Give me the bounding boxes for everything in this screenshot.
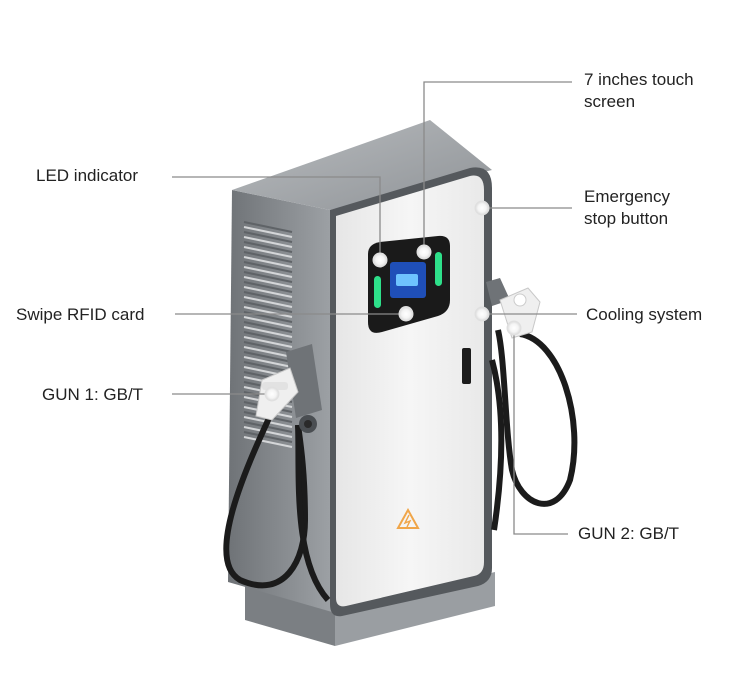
control-panel: [368, 235, 450, 333]
grille-slat: [243, 336, 293, 348]
grille-slat: [243, 266, 293, 278]
grille-slat: [243, 226, 293, 238]
grille-slat: [243, 256, 293, 268]
leader-lines: [172, 81, 577, 535]
grille-slat: [243, 221, 293, 233]
grille-slat: [243, 251, 293, 263]
grille-slat: [243, 291, 293, 303]
door-handle: [462, 348, 471, 384]
leader-led-indicator: [172, 176, 381, 260]
warning-label: [396, 507, 420, 529]
grille-slat: [243, 301, 293, 313]
dot-gun2: [506, 320, 522, 336]
dot-led-indicator: [372, 252, 388, 268]
led-bar-left: [374, 276, 381, 308]
grille-slat: [243, 321, 293, 333]
label-emergency-stop-line1: Emergency: [584, 187, 670, 206]
label-touch-screen-line1: 7 inches touch: [584, 70, 694, 89]
grille-slat: [243, 281, 293, 293]
dot-swipe-rfid: [398, 306, 414, 322]
grille-slat: [243, 356, 293, 368]
grille-slat: [243, 231, 293, 243]
grille-slat: [243, 316, 293, 328]
label-cooling-system: Cooling system: [586, 305, 703, 324]
leader-touch-screen: [423, 81, 572, 252]
grille-slat: [243, 261, 293, 273]
gun1-cable: [223, 414, 309, 589]
grille-slat: [243, 331, 293, 343]
grille-slat: [243, 431, 293, 443]
grille-slat: [243, 276, 293, 288]
grille-slat: [243, 306, 293, 318]
label-touch-screen-line2: screen: [584, 92, 636, 111]
grille-slat: [243, 271, 293, 283]
dot-touch-screen: [416, 244, 432, 260]
cabinet-top: [232, 120, 492, 210]
label-led-indicator: LED indicator: [36, 166, 139, 185]
label-touch-screen: 7 inches touch screen: [584, 69, 694, 113]
grille-slat: [243, 341, 293, 353]
grille-slat: [243, 246, 293, 258]
grille-slat: [243, 241, 293, 253]
gun1-holder: [286, 344, 322, 433]
label-gun1: GUN 1: GB/T: [42, 385, 144, 404]
grille-slat: [243, 326, 293, 338]
gun2-cable: [495, 329, 578, 507]
grille-slat: [243, 426, 293, 438]
led-bar-right: [435, 252, 442, 286]
leader-gun2: [513, 328, 568, 535]
grille-slat: [243, 346, 293, 358]
label-emergency-stop: Emergency stop button: [584, 186, 670, 230]
dot-gun1: [264, 386, 280, 402]
label-swipe-rfid: Swipe RFID card: [16, 305, 145, 324]
label-gun2: GUN 2: GB/T: [578, 524, 680, 543]
grille-slat: [243, 351, 293, 363]
callout-dots: [264, 200, 522, 402]
label-emergency-stop-line2: stop button: [584, 209, 669, 228]
dot-emergency-stop: [474, 200, 490, 216]
grille-slat: [243, 296, 293, 308]
dot-cooling-system: [474, 306, 490, 322]
grille-slat: [243, 436, 293, 448]
grille-slat: [243, 286, 293, 298]
grille-slat: [243, 236, 293, 248]
